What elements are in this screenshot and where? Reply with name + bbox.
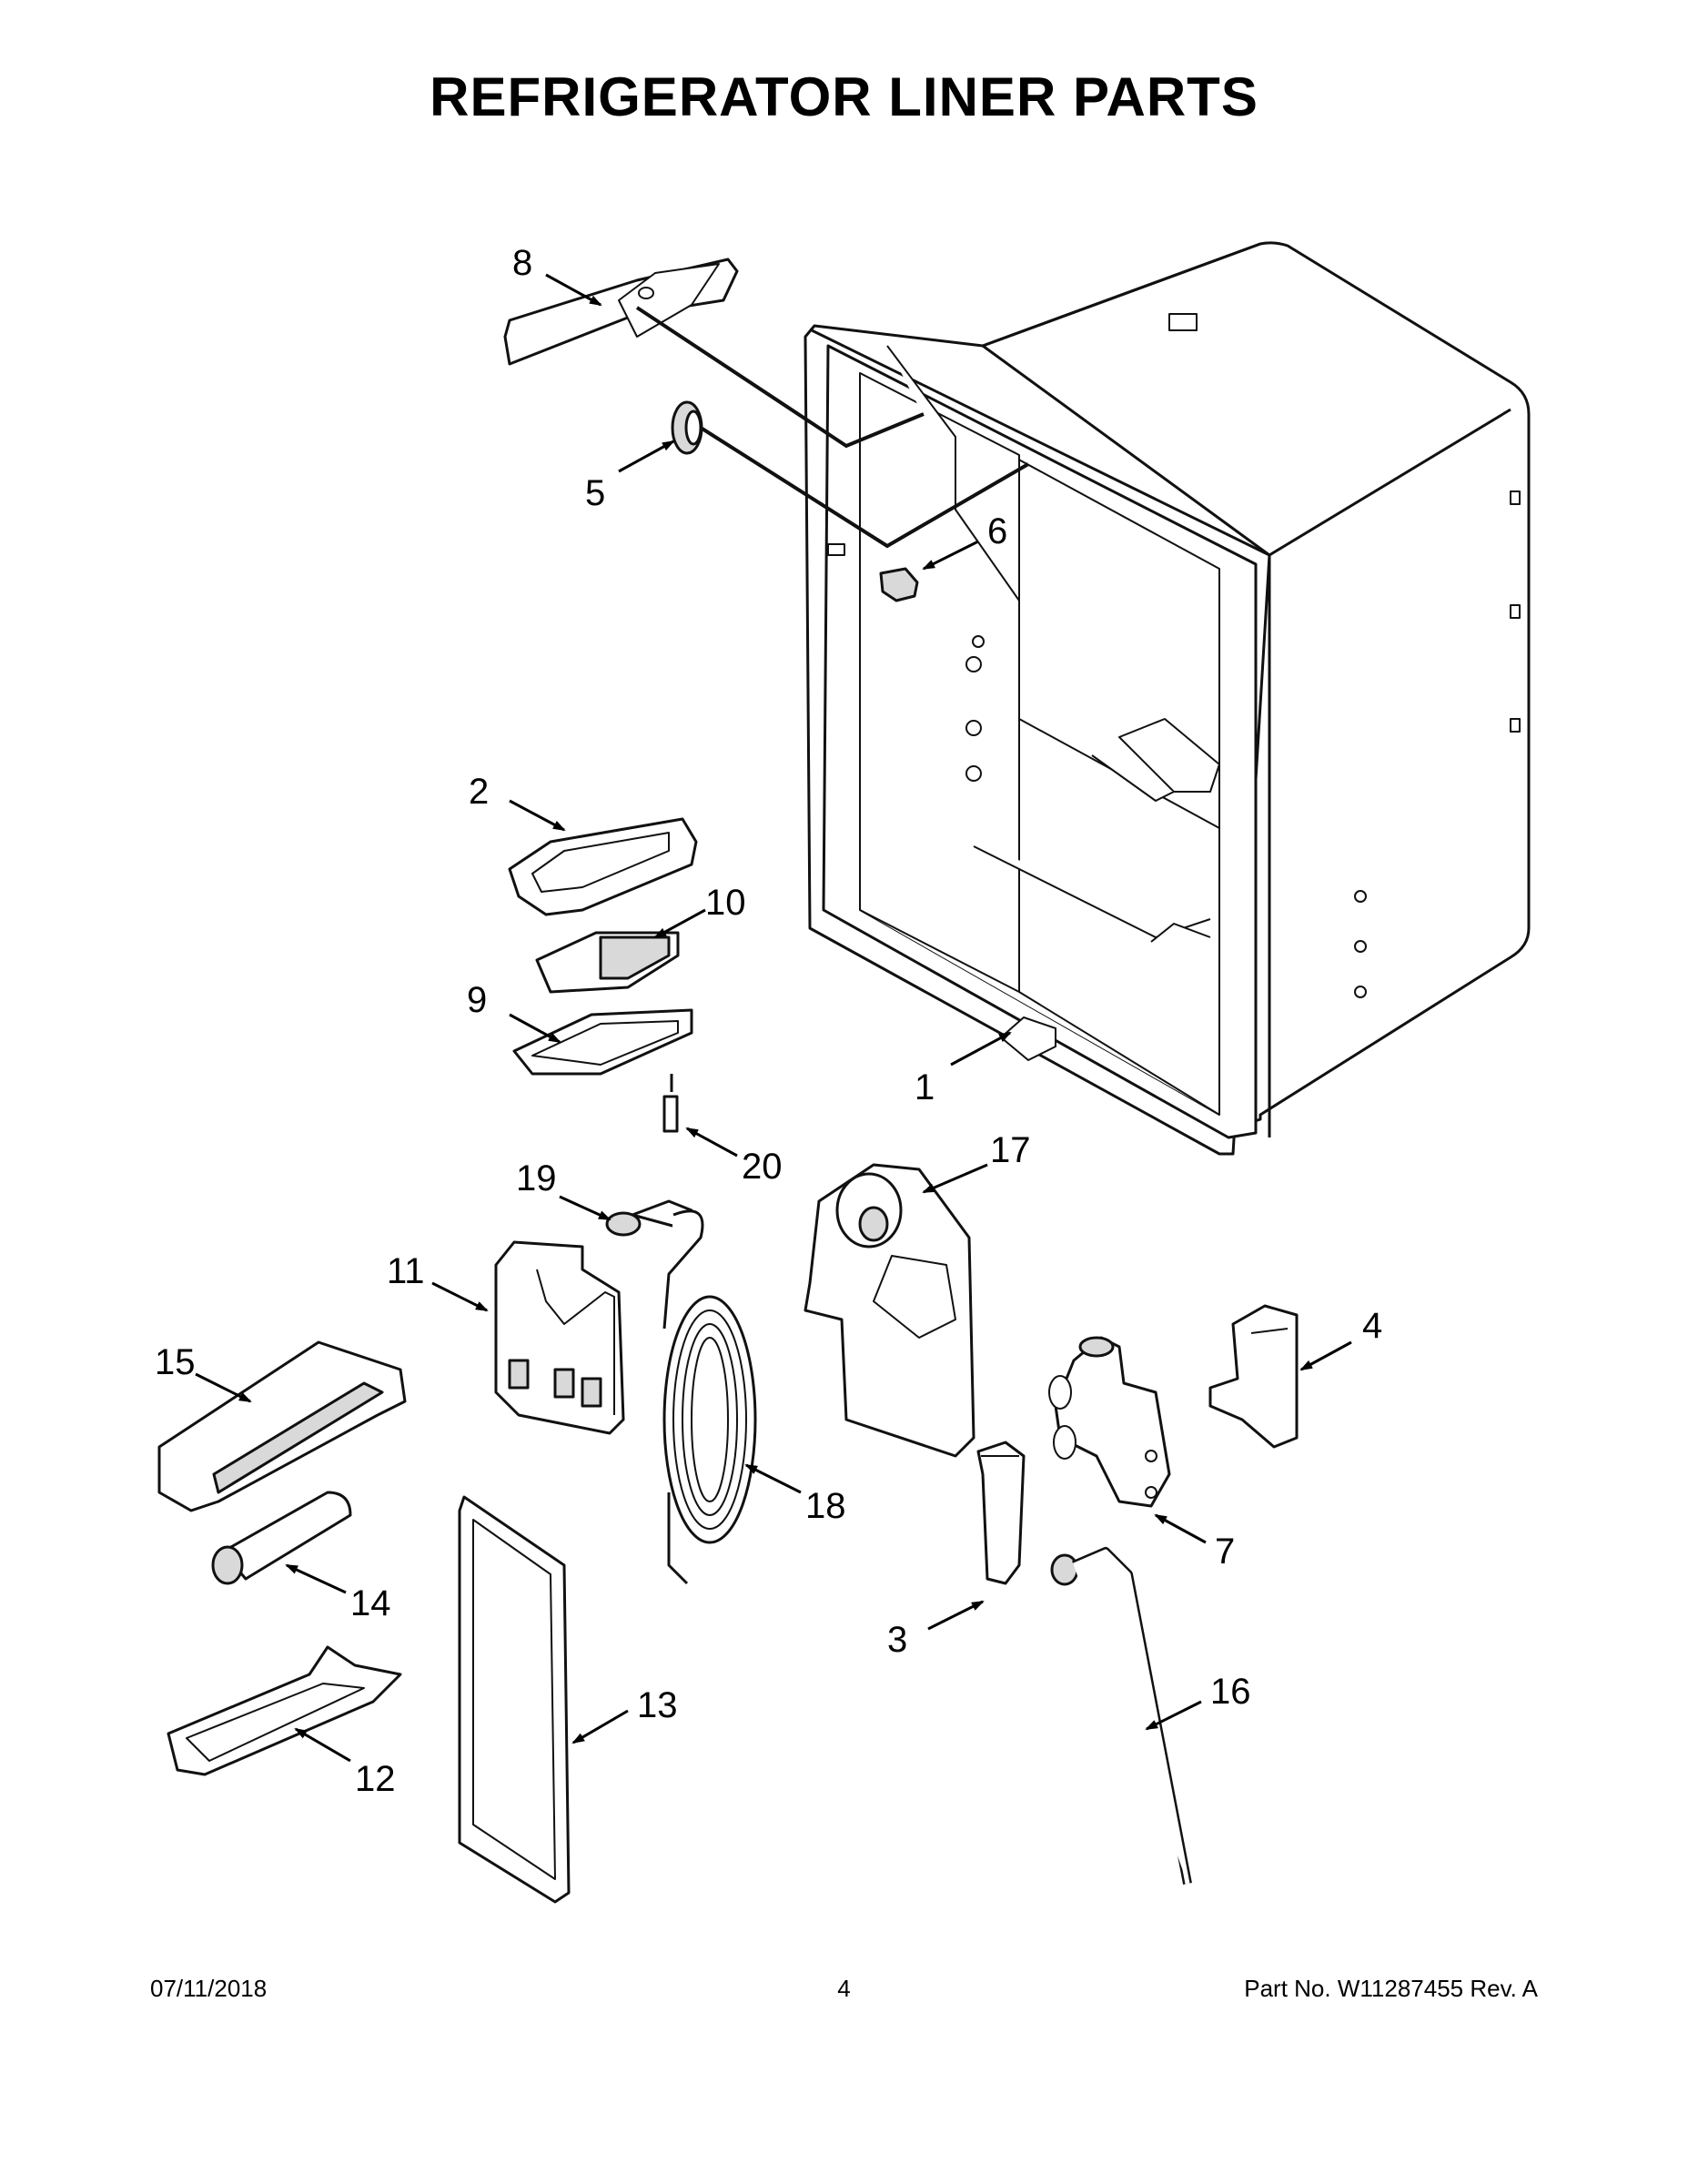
arrow-2 [509,799,566,832]
part-11-duct [494,1240,625,1435]
part-6-clip [879,567,919,602]
callout-11: 11 [387,1251,425,1291]
arrow-1 [950,1031,1012,1067]
footer-date: 07/11/2018 [150,1975,268,2002]
callout-19: 19 [516,1158,557,1198]
arrow-3 [927,1600,985,1631]
arrow-13 [571,1709,629,1744]
callout-18: 18 [805,1486,846,1526]
callout-12: 12 [355,1759,396,1799]
arrow-5 [618,440,675,473]
part-10-heater [535,931,680,994]
callout-9: 9 [467,980,487,1020]
part-18-wire-harness [662,1295,757,1585]
arrow-20 [685,1127,738,1158]
callout-2: 2 [469,772,489,812]
arrow-6 [922,540,979,571]
callout-10: 10 [705,883,746,923]
arrow-15 [195,1372,252,1403]
callout-13: 13 [637,1685,678,1725]
footer-page-number: 4 [837,1975,851,2002]
arrow-9 [509,1013,561,1044]
footer-part-number: Part No. W11287455 Rev. A [1244,1975,1538,2002]
arrow-12 [294,1727,351,1763]
callout-15: 15 [155,1342,196,1382]
part-9-cover-plate [512,1008,693,1076]
callout-arrows [195,273,1352,1763]
arrow-14 [285,1563,347,1594]
callout-7: 7 [1215,1532,1235,1572]
arrow-19 [559,1195,612,1221]
callout-3: 3 [887,1620,907,1660]
callout-6: 6 [987,511,1007,551]
callout-5: 5 [585,473,605,513]
part-2-housing [508,817,698,916]
callout-8: 8 [512,243,532,283]
arrow-8 [545,273,602,307]
callout-17: 17 [990,1130,1031,1170]
part-12-filter-cover [167,1645,402,1776]
callout-labels: 8 5 6 2 10 9 1 20 19 17 11 4 15 18 7 14 … [155,243,1382,1799]
arrow-7 [1154,1513,1207,1544]
part-4-clip [1208,1304,1299,1449]
part-8-cover [503,258,739,366]
arrow-16 [1145,1700,1202,1731]
page-title: REFRIGERATOR LINER PARTS [430,66,1258,127]
part-13-panel [458,1495,571,1904]
part-3-bracket [976,1441,1026,1585]
arrow-4 [1299,1340,1352,1371]
callout-1: 1 [915,1067,935,1107]
callout-16: 16 [1210,1672,1251,1712]
callout-4: 4 [1362,1306,1382,1346]
part-17-bracket [804,1163,975,1458]
part-19-thermistor [605,1199,704,1330]
part-20-screw [662,1074,679,1133]
arrow-11 [431,1281,489,1312]
connector-lines [635,306,1030,549]
arrow-18 [744,1463,802,1494]
part-5-damper [671,400,703,455]
part-7-water-valve [1048,1336,1171,1508]
part-15-filter-housing [157,1340,407,1512]
callout-20: 20 [742,1147,783,1187]
callout-14: 14 [350,1583,391,1623]
part-14-water-filter [211,1491,352,1585]
part-1-liner [804,241,1531,1156]
arrow-10 [653,908,706,939]
arrow-17 [922,1163,988,1194]
